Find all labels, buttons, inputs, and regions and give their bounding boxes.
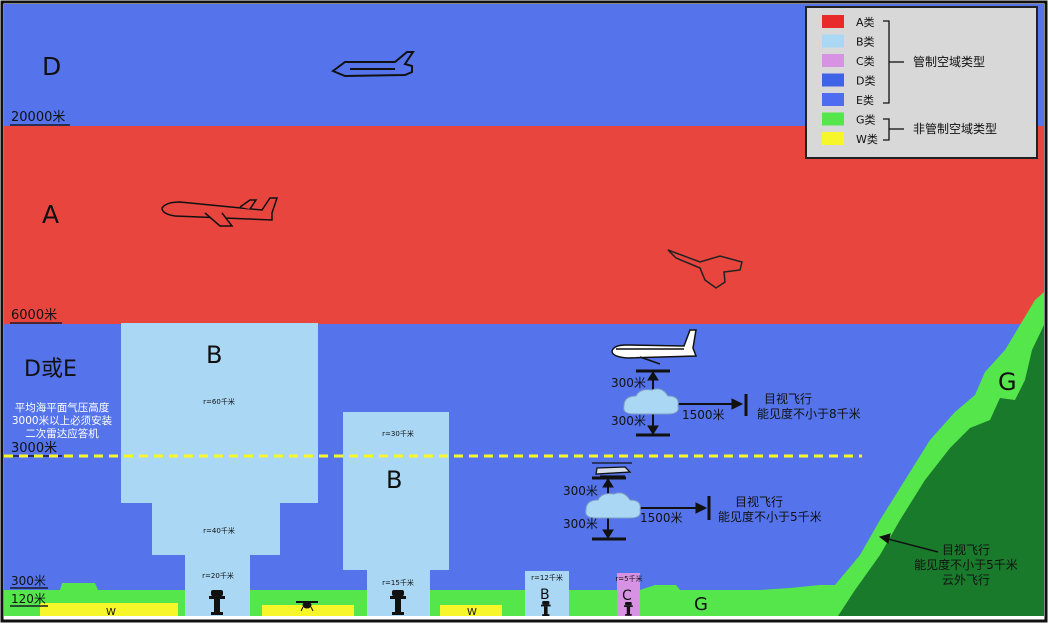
vfr-g-line2: 能见度不小于5千米 <box>914 557 1018 572</box>
alt-label-20000: 20000米 <box>11 110 65 125</box>
legend-item-label: A类 <box>856 15 875 29</box>
vfr-g-line1: 目视飞行 <box>942 542 990 557</box>
control-tower-icon <box>624 602 633 616</box>
vfr-lower-line1: 目视飞行 <box>735 494 783 509</box>
vfr-upper-horizontal: 1500米 <box>682 408 725 422</box>
radius-label-40: r=40千米 <box>203 526 235 535</box>
legend-swatch <box>822 132 844 145</box>
alt-label-120: 120米 <box>11 592 46 606</box>
cloud-icon <box>585 492 641 519</box>
vfr-g-line3: 云外飞行 <box>942 573 990 587</box>
w-area-3 <box>440 605 502 616</box>
legend-item-label: C类 <box>856 54 875 68</box>
radius-label-20: r=20千米 <box>202 571 234 580</box>
radius-label-30: r=30千米 <box>382 429 414 438</box>
zone-label-top-d: D <box>42 52 61 81</box>
vfr-lower-above: 300米 <box>563 484 598 498</box>
legend-item-label: W类 <box>856 132 878 146</box>
vfr-upper-line1: 目视飞行 <box>764 391 812 406</box>
zone-label-g-mountain: G <box>998 368 1017 396</box>
radius-label-15: r=15千米 <box>382 578 414 587</box>
legend-item-label: E类 <box>856 93 874 107</box>
legend-controlled-label: 管制空域类型 <box>913 54 985 69</box>
control-tower-icon <box>209 590 225 615</box>
vfr-g-pointer <box>878 533 939 553</box>
c-airspace-small <box>617 573 640 616</box>
legend-swatch <box>822 73 844 87</box>
w-area-1 <box>40 603 178 616</box>
space-shuttle-icon <box>331 51 415 78</box>
radius-label-12: r=12千米 <box>531 573 563 582</box>
fighter-jet-icon <box>667 249 743 289</box>
alt-label-3000: 3000米 <box>11 441 57 456</box>
helicopter-icon <box>592 462 632 477</box>
vfr-lower-line2: 能见度不小于5千米 <box>718 509 822 524</box>
transponder-note-line3: 二次雷达应答机 <box>25 427 99 440</box>
vfr-upper-line2: 能见度不小于8千米 <box>757 406 861 421</box>
legend-item-label: G类 <box>856 113 876 127</box>
transponder-note-line2: 3000米以上必须安装 <box>12 414 113 427</box>
zone-label-b-small: B <box>540 587 550 603</box>
control-tower-icon <box>541 601 551 616</box>
airliner-icon <box>161 197 279 227</box>
vfr-lower-below: 300米 <box>563 517 598 531</box>
zone-label-a: A <box>42 200 59 229</box>
alt-label-6000: 6000米 <box>11 308 57 323</box>
control-tower-icon <box>390 590 406 615</box>
zone-label-w1: W <box>106 607 116 618</box>
legend-swatch <box>822 54 844 67</box>
zone-label-g-ground: G <box>694 594 708 615</box>
cloud-icon <box>623 388 679 415</box>
legend: A类 B类 C类 D类 E类 G类 W类 管制空域类型 非管制空域类型 <box>805 6 1038 159</box>
radius-label-60: r=60千米 <box>203 397 235 406</box>
radius-label-5: r=5千米 <box>615 574 642 583</box>
legend-uncontrolled-label: 非管制空域类型 <box>913 121 997 136</box>
legend-item-label: B类 <box>856 35 875 49</box>
zone-label-c-small: C <box>622 588 632 604</box>
legend-swatch <box>822 34 844 48</box>
vfr-lower-horizontal: 1500米 <box>640 511 683 525</box>
vfr-upper-below: 300米 <box>611 414 646 428</box>
vfr-lower-diagram <box>592 476 711 541</box>
zone-label-d-or-e: D或E <box>24 357 77 382</box>
legend-swatch <box>822 93 844 106</box>
alt-label-300: 300米 <box>11 574 46 588</box>
drone-icon <box>296 601 318 612</box>
vfr-upper-above: 300米 <box>611 376 646 390</box>
zone-label-w2: W <box>467 607 477 618</box>
airliner-icon <box>611 329 698 365</box>
b-airspace-large <box>121 323 318 616</box>
w-area-2 <box>262 605 354 616</box>
vfr-upper-diagram <box>636 369 748 437</box>
legend-swatch <box>822 15 844 28</box>
zone-label-b-large: B <box>206 341 222 369</box>
transponder-note-line1: 平均海平面气压高度 <box>15 401 110 414</box>
legend-item-label: D类 <box>856 74 875 88</box>
legend-swatch <box>822 112 844 126</box>
g-mountain-inner <box>838 325 1044 616</box>
zone-label-b-mid: B <box>386 466 402 494</box>
b-airspace-medium <box>343 412 449 616</box>
